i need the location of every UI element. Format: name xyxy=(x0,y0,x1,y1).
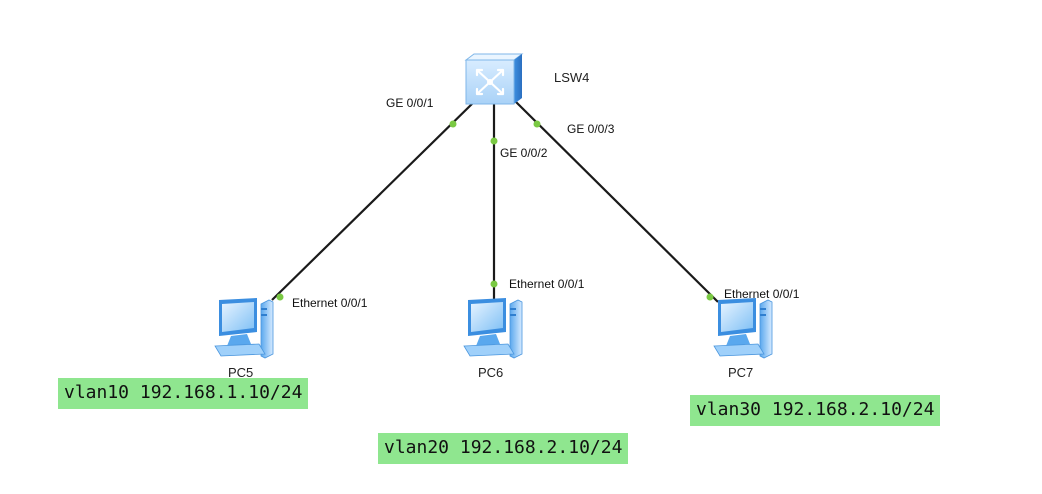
port-label-ge003: GE 0/0/3 xyxy=(567,122,615,136)
pc5-vlan-label: vlan10 192.168.1.10/24 xyxy=(58,378,309,409)
port-dot-ge002 xyxy=(490,137,498,145)
pc6-name-label: PC6 xyxy=(478,365,504,380)
pc6-vlan-label: vlan20 192.168.2.10/24 xyxy=(378,433,629,464)
port-label-ge001: GE 0/0/1 xyxy=(386,96,434,110)
pc5-port-label: Ethernet 0/0/1 xyxy=(292,296,368,310)
port-dot-pc7-eth xyxy=(706,293,714,301)
port-dot-ge001 xyxy=(449,120,457,128)
pc5-name-label: PC5 xyxy=(228,365,254,380)
port-label-ge002: GE 0/0/2 xyxy=(500,146,548,160)
pc-icon[interactable] xyxy=(214,298,274,359)
switch-name-label: LSW4 xyxy=(554,70,590,85)
port-dot-pc6-eth xyxy=(490,280,498,288)
link-lsw4-pc5 xyxy=(271,99,477,301)
link-lsw4-pc7 xyxy=(513,99,719,303)
pc-icon[interactable] xyxy=(713,298,773,359)
pc-icon[interactable] xyxy=(463,298,523,359)
pc6-port-label: Ethernet 0/0/1 xyxy=(509,277,585,291)
port-dot-ge003 xyxy=(533,120,541,128)
pc7-vlan-label: vlan30 192.168.2.10/24 xyxy=(690,395,941,426)
port-dot-pc5-eth xyxy=(276,293,284,301)
pc7-name-label: PC7 xyxy=(728,365,754,380)
layer3-switch-icon[interactable] xyxy=(464,53,524,105)
pc7-port-label: Ethernet 0/0/1 xyxy=(724,287,800,301)
